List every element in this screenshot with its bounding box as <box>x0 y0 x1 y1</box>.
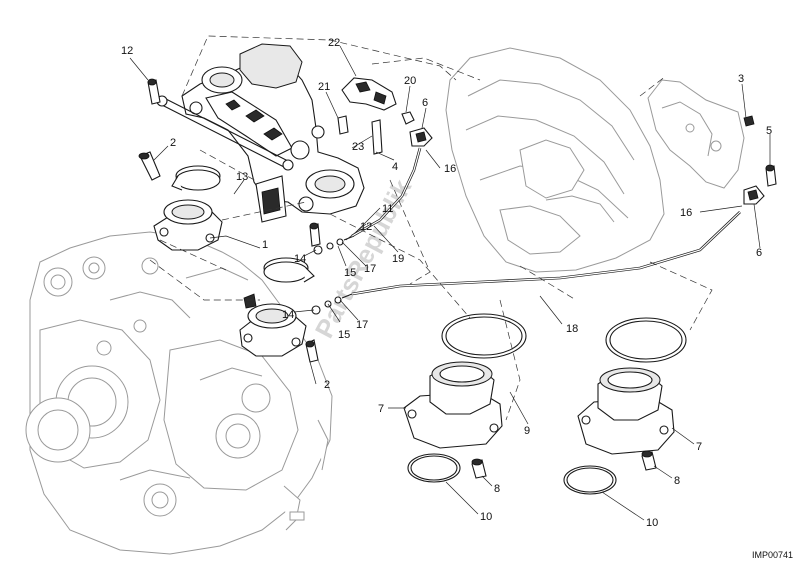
callout-labels: 12 2 13 1 22 21 20 6 23 4 16 11 12 19 14… <box>121 37 772 529</box>
screw-12-upper <box>147 78 161 105</box>
diagram-code: IMP00741 <box>752 550 793 560</box>
clamp-lower <box>263 257 315 283</box>
hose-16-left <box>351 147 422 238</box>
callout-22: 22 <box>328 37 340 49</box>
o-ring-9-right <box>605 317 687 363</box>
assembly-guide-lines <box>149 35 713 421</box>
callout-10-left: 10 <box>480 511 492 523</box>
bolt-8-right <box>641 450 657 471</box>
callout-21: 21 <box>318 81 330 93</box>
callout-7-left: 7 <box>378 403 384 415</box>
intake-flange-7-right <box>577 367 675 455</box>
callout-8-right: 8 <box>674 475 680 487</box>
callout-2-lower: 2 <box>324 379 330 391</box>
callout-14-lower: 14 <box>282 309 294 321</box>
callout-6-left: 6 <box>422 97 428 109</box>
sensor-6-left <box>409 127 433 147</box>
intake-manifold-lower <box>239 293 307 357</box>
callout-9: 9 <box>524 425 530 437</box>
screw-12-lower <box>309 222 321 247</box>
o-ring-9-left <box>441 313 527 359</box>
callout-8-left: 8 <box>494 483 500 495</box>
callout-16-right: 16 <box>680 207 692 219</box>
throttle-body-assembly <box>156 43 365 223</box>
callout-12-lower: 12 <box>360 221 372 233</box>
hose-fittings-lower <box>311 293 353 315</box>
callout-17-upper: 17 <box>364 263 376 275</box>
callout-23: 23 <box>352 141 364 153</box>
o-ring-10-right <box>563 465 617 495</box>
screw-5 <box>765 164 777 187</box>
callout-12-top: 12 <box>121 45 133 57</box>
sensor-bracket-22 <box>341 77 397 111</box>
callout-19: 19 <box>392 253 404 265</box>
screw-21 <box>337 115 349 135</box>
clamp-upper <box>171 165 221 191</box>
callout-6-right: 6 <box>756 247 762 259</box>
callout-5: 5 <box>766 125 772 137</box>
sensor-6-right <box>743 185 765 205</box>
screw-2-upper <box>138 151 161 181</box>
callout-15-lower: 15 <box>338 329 350 341</box>
leader-lines <box>129 45 771 521</box>
callout-17-lower: 17 <box>356 319 368 331</box>
callout-1: 1 <box>262 239 268 251</box>
callout-20: 20 <box>404 75 416 87</box>
callout-18: 18 <box>566 323 578 335</box>
nut-20 <box>401 111 415 125</box>
bracket-part <box>647 79 755 189</box>
callout-15-upper: 15 <box>344 267 356 279</box>
callout-4: 4 <box>392 161 398 173</box>
o-ring-10-left <box>407 453 461 483</box>
callout-3: 3 <box>738 73 744 85</box>
callout-16-left: 16 <box>444 163 456 175</box>
callout-7-right: 7 <box>696 441 702 453</box>
intake-flange-7-left <box>403 361 503 449</box>
callout-10-right: 10 <box>646 517 658 529</box>
hose-fittings-upper <box>313 235 355 255</box>
callout-14-upper: 14 <box>294 253 306 265</box>
airbox <box>445 47 665 273</box>
callout-2-top: 2 <box>170 137 176 149</box>
callout-11: 11 <box>382 203 393 215</box>
bolt-8-left <box>471 458 487 479</box>
screw-2-lower <box>305 339 319 363</box>
hose-18 <box>351 211 741 296</box>
callout-13: 13 <box>236 171 248 183</box>
screw-23 <box>371 119 383 155</box>
intake-manifold-upper <box>153 199 223 251</box>
